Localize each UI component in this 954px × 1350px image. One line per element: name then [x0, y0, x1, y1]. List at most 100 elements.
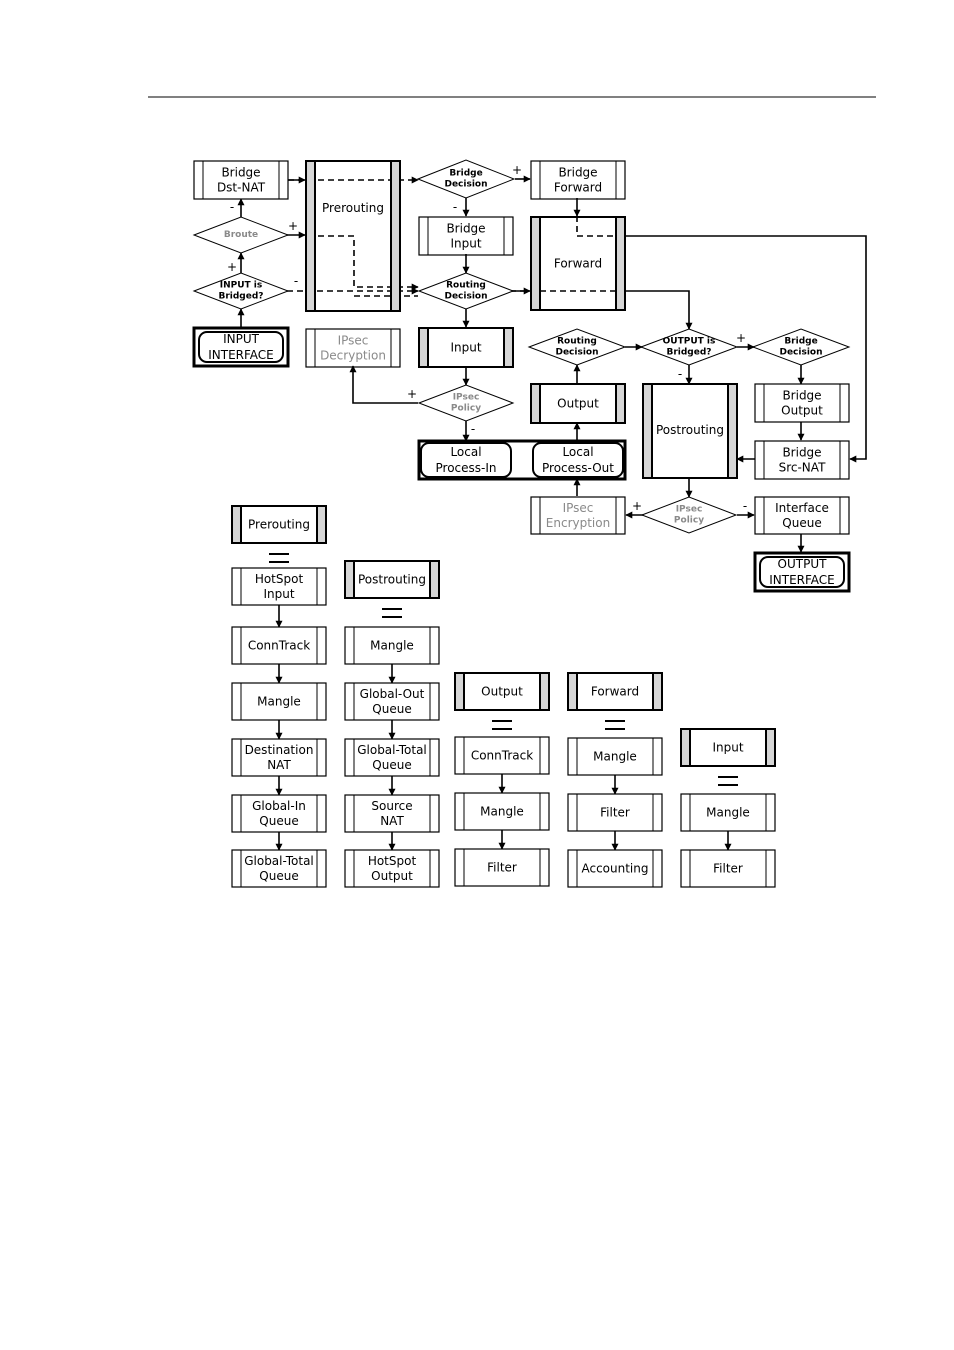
- ipsec-encryption: [530, 496, 626, 535]
- routing-decision-2: [527, 328, 627, 366]
- svg-text:IPsec: IPsec: [453, 393, 480, 403]
- svg-text:Output: Output: [781, 404, 823, 418]
- chain-forward-step-0-label: Mangle: [593, 750, 637, 764]
- svg-text:Bridge: Bridge: [782, 446, 821, 460]
- arrow-forward-to-bsrcnat: [625, 235, 867, 463]
- output-box-label: Output: [557, 397, 599, 411]
- svg-text:IPsec: IPsec: [563, 501, 594, 515]
- svg-text:Broute: Broute: [224, 230, 258, 240]
- output-box: [530, 383, 626, 424]
- routing-decision-1: [417, 272, 515, 310]
- sign-bdec-minus: -: [453, 200, 457, 214]
- svg-text:ConnTrack: ConnTrack: [471, 749, 533, 763]
- svg-text:Queue: Queue: [372, 702, 411, 716]
- forward-box: [530, 216, 626, 311]
- chain-postrouting-title: [344, 560, 440, 599]
- svg-text:Global-Total: Global-Total: [357, 743, 427, 757]
- svg-text:Process-Out: Process-Out: [542, 461, 614, 475]
- local-process-out: [532, 442, 624, 478]
- svg-text:Postrouting: Postrouting: [358, 573, 426, 587]
- svg-text:Forward: Forward: [591, 685, 639, 699]
- svg-text:Forward: Forward: [554, 181, 602, 195]
- svg-text:NAT: NAT: [267, 758, 291, 772]
- svg-text:Input: Input: [263, 587, 294, 601]
- svg-text:Routing: Routing: [446, 281, 486, 291]
- sign-broute-minus: -: [230, 200, 234, 214]
- svg-text:IPsec: IPsec: [338, 334, 369, 348]
- svg-text:Decision: Decision: [779, 348, 822, 358]
- chain-forward-title-label: Forward: [591, 685, 639, 699]
- svg-text:Routing: Routing: [557, 337, 597, 347]
- svg-text:Mangle: Mangle: [480, 805, 524, 819]
- chain-prerouting-equals: [269, 553, 289, 563]
- broute-diamond: [192, 216, 290, 254]
- chain-output-step-1-label: Mangle: [480, 805, 524, 819]
- svg-text:Mangle: Mangle: [593, 750, 637, 764]
- svg-text:Postrouting: Postrouting: [656, 423, 724, 437]
- svg-text:Decision: Decision: [555, 348, 598, 358]
- sign-bridged-minus: -: [294, 274, 298, 288]
- sign-bdec-plus: +: [512, 163, 522, 177]
- svg-text:INPUT is: INPUT is: [220, 281, 263, 291]
- chain-prerouting-step-2-label: Mangle: [257, 695, 301, 709]
- svg-text:Bridged?: Bridged?: [218, 292, 263, 302]
- svg-text:Local: Local: [450, 445, 481, 459]
- svg-text:Global-Out: Global-Out: [360, 687, 425, 701]
- chain-prerouting-step-4: [231, 794, 327, 833]
- svg-text:Bridged?: Bridged?: [666, 348, 711, 358]
- postrouting-box-label: Postrouting: [656, 423, 724, 437]
- svg-text:Mangle: Mangle: [706, 806, 750, 820]
- svg-text:Policy: Policy: [674, 516, 704, 526]
- chain-output-step-0: [454, 736, 550, 775]
- svg-text:Mangle: Mangle: [370, 639, 414, 653]
- prerouting-box-label: Prerouting: [322, 201, 384, 215]
- ipsec-policy-1: [417, 384, 515, 422]
- chain-forward-step-1-label: Filter: [600, 806, 630, 820]
- chain-output-title: [454, 672, 550, 711]
- output-interface-label: OUTPUT INTERFACE: [769, 557, 835, 587]
- svg-text:Source: Source: [371, 799, 412, 813]
- chain-prerouting-step-1: [231, 626, 327, 665]
- svg-text:Bridge: Bridge: [446, 222, 485, 236]
- svg-text:INTERFACE: INTERFACE: [769, 573, 835, 587]
- chain-prerouting-step-0: [231, 567, 327, 606]
- svg-text:Decision: Decision: [444, 180, 487, 190]
- output-is-bridged: [639, 328, 739, 366]
- svg-text:Bridge: Bridge: [558, 166, 597, 180]
- svg-text:OUTPUT is: OUTPUT is: [663, 337, 716, 347]
- svg-text:OUTPUT: OUTPUT: [778, 557, 828, 571]
- ipsec-decryption: [305, 328, 401, 368]
- chain-postrouting-step-2: [344, 738, 440, 777]
- chain-postrouting-title-label: Postrouting: [358, 573, 426, 587]
- svg-text:Input: Input: [712, 741, 743, 755]
- prerouting-box: [305, 160, 401, 312]
- chain-postrouting-step-3: [344, 794, 440, 833]
- chain-input-step-1: [680, 849, 776, 888]
- svg-text:Global-Total: Global-Total: [244, 854, 314, 868]
- svg-text:Mangle: Mangle: [257, 695, 301, 709]
- svg-text:Policy: Policy: [451, 404, 481, 414]
- svg-text:Queue: Queue: [259, 814, 298, 828]
- svg-text:Filter: Filter: [713, 862, 743, 876]
- chain-forward-step-2: [567, 849, 663, 888]
- svg-text:Output: Output: [557, 397, 599, 411]
- sign-policy2-minus: -: [743, 499, 747, 513]
- input-box-label: Input: [450, 341, 481, 355]
